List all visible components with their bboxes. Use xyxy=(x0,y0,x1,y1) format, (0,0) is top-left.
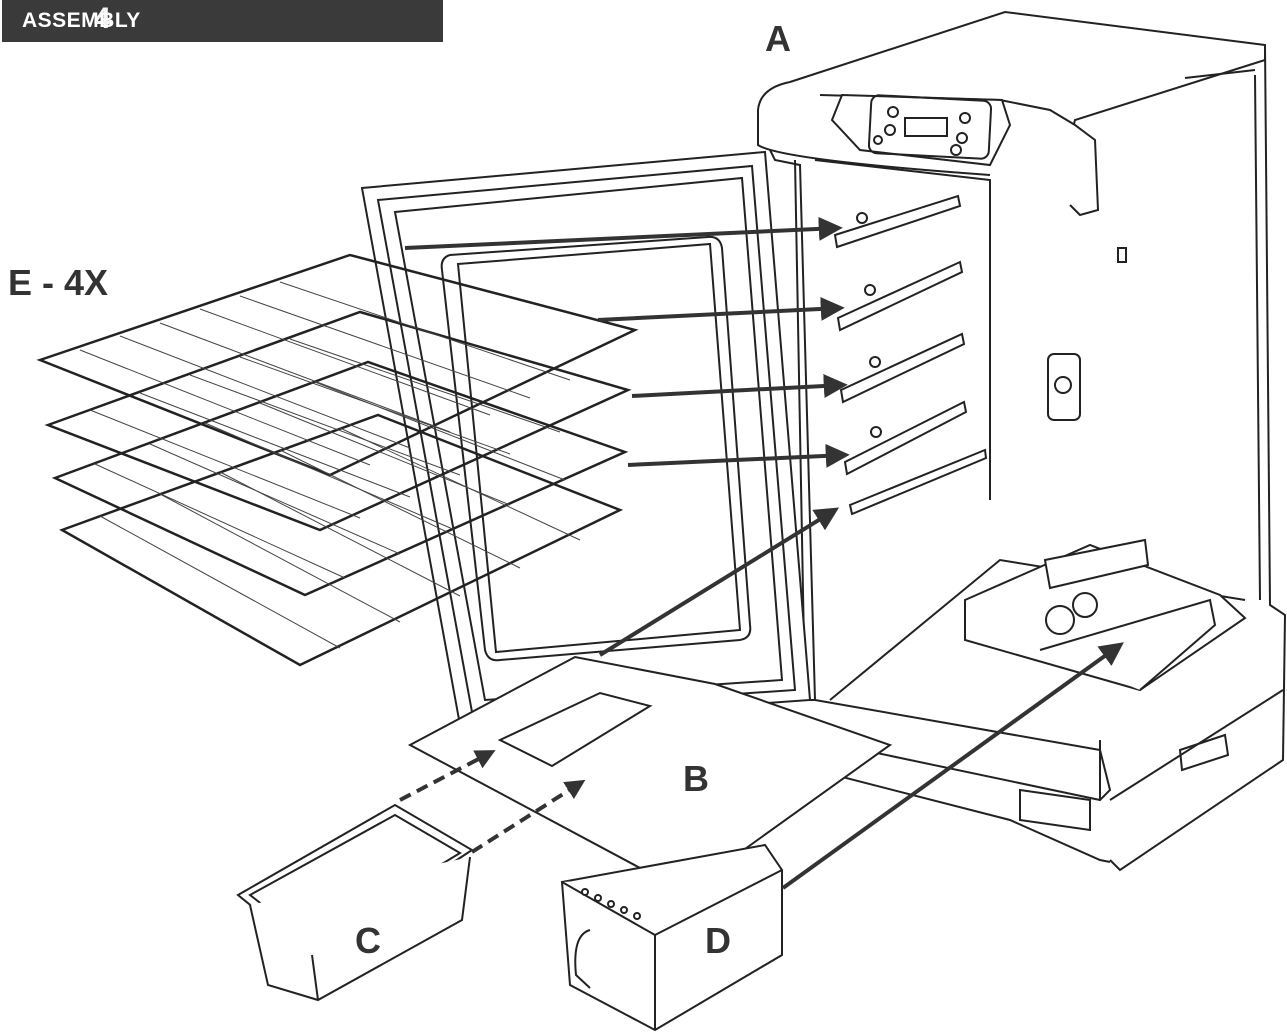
label-a: A xyxy=(765,18,791,59)
section-header: ASSEMBLY 4 xyxy=(2,0,443,42)
heater-bracket xyxy=(964,538,1247,692)
section-title: ASSEMBLY xyxy=(22,9,141,32)
arrow-water-pan xyxy=(399,750,496,802)
arrow-rack-1 xyxy=(404,216,843,250)
arrow-rack-2 xyxy=(597,296,845,322)
step-number: 4 xyxy=(94,2,111,35)
rack-wires xyxy=(79,281,581,649)
arrow-rack-3 xyxy=(631,374,848,398)
arrow-rack-4 xyxy=(627,443,850,468)
arrow-drip-plate xyxy=(598,507,840,657)
wood-chip-box xyxy=(560,843,783,1032)
arrow-wood-box xyxy=(781,642,1124,890)
label-b: B xyxy=(683,758,709,799)
assembly-arrows xyxy=(399,216,1124,890)
label-d: D xyxy=(705,920,731,961)
arrow-water-pan-2 xyxy=(470,779,586,854)
cooking-racks xyxy=(36,253,639,667)
rack-rails xyxy=(833,194,988,516)
water-pan xyxy=(236,803,474,1002)
label-e: E - 4X xyxy=(8,262,109,303)
label-c: C xyxy=(355,920,381,961)
